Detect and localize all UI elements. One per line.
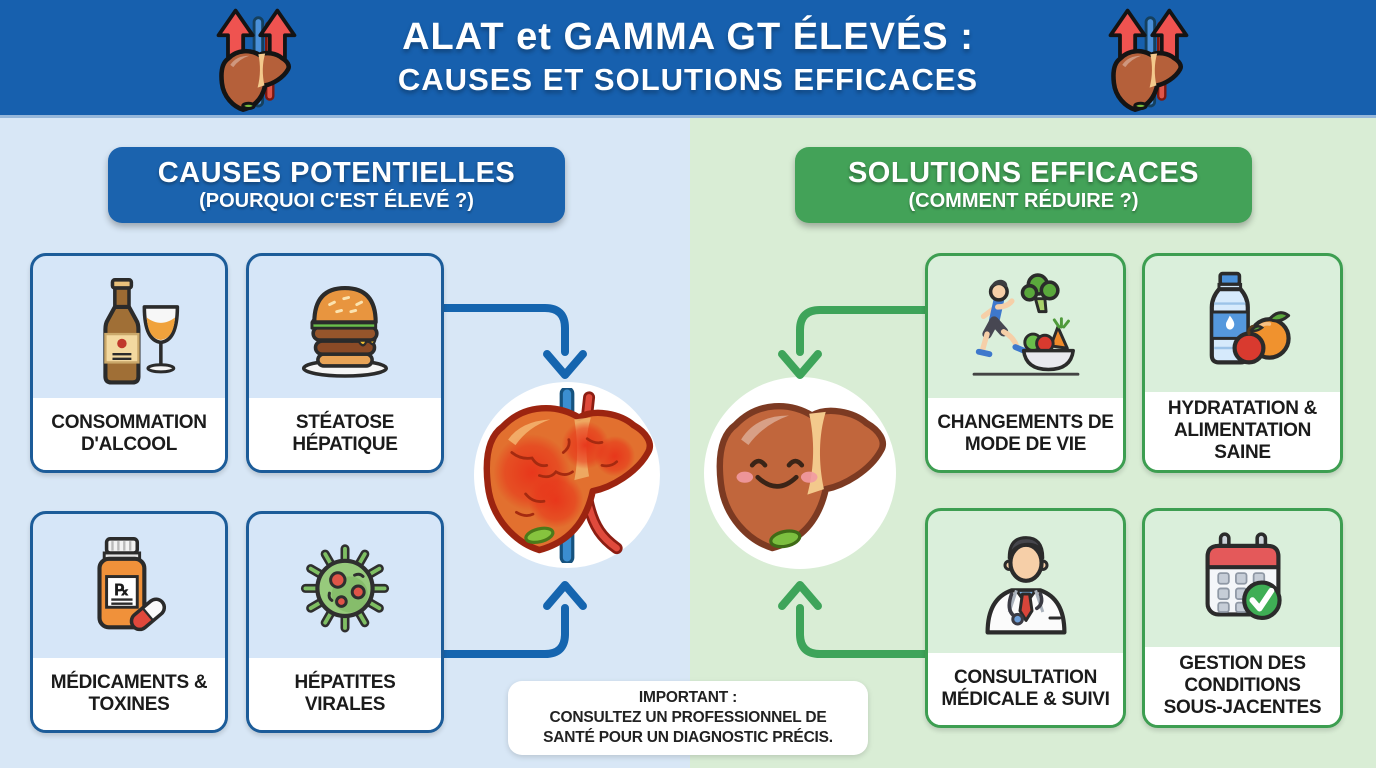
beer-bottle-wine-glass-icon bbox=[33, 256, 225, 398]
page-title: ALAT et GAMMA GT ÉLEVÉS : CAUSES ET SOLU… bbox=[397, 16, 979, 98]
card-label: CHANGEMENTS DE MODE DE VIE bbox=[928, 398, 1123, 470]
virus-icon bbox=[249, 514, 441, 658]
card-consultation: CONSULTATION MÉDICALE & SUIVI bbox=[925, 508, 1126, 728]
causes-heading: CAUSES POTENTIELLES bbox=[157, 156, 516, 189]
happy-liver-icon bbox=[716, 403, 887, 552]
calendar-check-icon bbox=[1145, 511, 1340, 647]
card-medicaments: ℞ MÉDICAMENTS & TOXINES bbox=[30, 511, 228, 733]
inflamed-liver-icon bbox=[483, 388, 654, 563]
solutions-subheading: (COMMENT RÉDUIRE ?) bbox=[908, 190, 1139, 213]
card-gestion: GESTION DES CONDITIONS SOUS-JACENTES bbox=[1142, 508, 1343, 728]
runner-vegetables-icon bbox=[928, 256, 1123, 398]
card-lifestyle: CHANGEMENTS DE MODE DE VIE bbox=[925, 253, 1126, 473]
causes-subheading: (POURQUOI C'EST ÉLEVÉ ?) bbox=[199, 190, 474, 213]
card-label: CONSOMMATION D'ALCOOL bbox=[33, 398, 225, 470]
card-label: CONSULTATION MÉDICALE & SUIVI bbox=[928, 653, 1123, 725]
card-hepatites: HÉPATITES VIRALES bbox=[246, 511, 444, 733]
header-banner: ALAT et GAMMA GT ÉLEVÉS : CAUSES ET SOLU… bbox=[0, 0, 1376, 118]
card-label: HÉPATITES VIRALES bbox=[249, 658, 441, 730]
disclaimer-line-3: SANTÉ POUR UN DIAGNOSTIC PRÉCIS. bbox=[543, 729, 833, 747]
card-alcohol: CONSOMMATION D'ALCOOL bbox=[30, 253, 228, 473]
card-label: MÉDICAMENTS & TOXINES bbox=[33, 658, 225, 730]
disclaimer-line-1: IMPORTANT : bbox=[638, 688, 738, 706]
title-line-1: ALAT et GAMMA GT ÉLEVÉS : bbox=[402, 16, 974, 59]
disclaimer: IMPORTANT : CONSULTEZ UN PROFESSIONNEL D… bbox=[508, 681, 868, 755]
solutions-heading: SOLUTIONS EFFICACES bbox=[847, 156, 1200, 189]
liver-rising-arrows-icon bbox=[1108, 8, 1189, 112]
title-line-2: CAUSES ET SOLUTIONS EFFICACES bbox=[397, 62, 979, 98]
disclaimer-line-2: CONSULTEZ UN PROFESSIONNEL DE bbox=[549, 708, 827, 726]
liver-rising-arrows-icon bbox=[216, 8, 297, 112]
card-label: GESTION DES CONDITIONS SOUS-JACENTES bbox=[1145, 646, 1340, 725]
solutions-section-header: SOLUTIONS EFFICACES (COMMENT RÉDUIRE ?) bbox=[795, 147, 1252, 223]
card-steatose: STÉATOSE HÉPATIQUE bbox=[246, 253, 444, 473]
rx-symbol: ℞ bbox=[115, 581, 130, 599]
doctor-icon bbox=[928, 511, 1123, 653]
card-hydration: HYDRATATION & ALIMENTATION SAINE bbox=[1142, 253, 1343, 473]
card-label: STÉATOSE HÉPATIQUE bbox=[249, 398, 441, 470]
pill-bottle-capsule-icon: ℞ bbox=[33, 514, 225, 658]
card-label: HYDRATATION & ALIMENTATION SAINE bbox=[1145, 391, 1340, 470]
burger-icon bbox=[249, 256, 441, 398]
causes-section-header: CAUSES POTENTIELLES (POURQUOI C'EST ÉLEV… bbox=[108, 147, 565, 223]
water-bottle-fruits-icon bbox=[1145, 256, 1340, 392]
